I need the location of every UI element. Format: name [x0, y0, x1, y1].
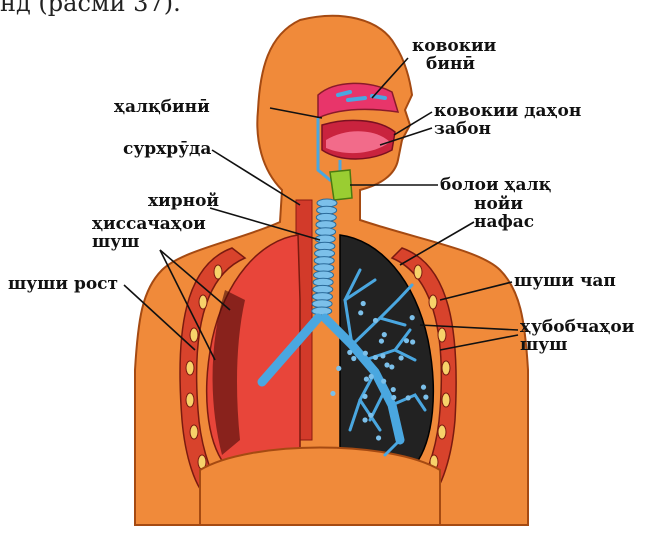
rib-section [190, 425, 198, 439]
alveolus [369, 374, 374, 379]
alveolus [358, 310, 363, 315]
alveolus [368, 413, 373, 418]
alveolus [373, 318, 378, 323]
alveolus [347, 350, 352, 355]
label-trachea: нойи нафас [474, 195, 534, 231]
alveolus [364, 377, 369, 382]
alveolus [406, 395, 411, 400]
rib-section [429, 295, 437, 309]
rib-section [442, 361, 450, 375]
alveolus [399, 355, 404, 360]
rib-section [186, 393, 194, 407]
label-larynx-top: болои ҳалқ [440, 176, 551, 194]
alveolus [361, 301, 366, 306]
label-right-lung: шуши рост [8, 275, 118, 293]
alveolus [330, 391, 335, 396]
rib-section [199, 295, 207, 309]
label-trachea-line1: нойи [474, 195, 534, 213]
label-alveoli: ҳубобчаҳои шуш [520, 318, 634, 354]
rib-section [442, 393, 450, 407]
alveolus [362, 417, 367, 422]
rib-section [186, 361, 194, 375]
rib-section [438, 425, 446, 439]
diaphragm [200, 448, 440, 526]
larynx [330, 170, 352, 200]
alveolus [362, 394, 367, 399]
alveolus [384, 362, 389, 367]
label-lung-lobes-line2: шуш [92, 233, 206, 251]
alveolus [380, 353, 385, 358]
alveolus [376, 435, 381, 440]
alveolus [421, 385, 426, 390]
label-left-lung: шуши чап [514, 272, 616, 290]
trachea-ring [312, 307, 332, 315]
label-trachea-line2: нафас [474, 213, 534, 231]
label-alveoli-line1: ҳубобчаҳои [520, 318, 634, 336]
rib-section [190, 328, 198, 342]
alveolus [389, 364, 394, 369]
rib-section [214, 265, 222, 279]
alveolus [373, 355, 378, 360]
alveolus [363, 351, 368, 356]
alveolus [336, 366, 341, 371]
alveolus [379, 338, 384, 343]
alveolus [404, 338, 409, 343]
alveolus [381, 379, 386, 384]
label-oral-cavity: ковокии даҳон [434, 102, 581, 120]
label-nasal-cavity-line2: бинӣ [412, 55, 496, 73]
alveolus [382, 332, 387, 337]
alveolus [391, 387, 396, 392]
alveolus [423, 395, 428, 400]
label-nasal-cavity: ковокии бинӣ [412, 37, 496, 73]
label-larynx: хирной [148, 192, 219, 210]
alveolus [391, 395, 396, 400]
label-tongue: забон [434, 120, 491, 138]
rib-section [414, 265, 422, 279]
alveolus [410, 339, 415, 344]
label-alveoli-line2: шуш [520, 336, 634, 354]
label-esophagus: сурхрӯда [123, 140, 211, 158]
label-nasopharynx: ҳалқбинӣ [114, 98, 210, 116]
rib-section [438, 328, 446, 342]
label-nasal-cavity-line1: ковокии [412, 37, 496, 55]
alveolus [410, 315, 415, 320]
alveolus [351, 356, 356, 361]
label-lung-lobes-line1: ҳиссачаҳои [92, 215, 206, 233]
label-lung-lobes: ҳиссачаҳои шуш [92, 215, 206, 251]
